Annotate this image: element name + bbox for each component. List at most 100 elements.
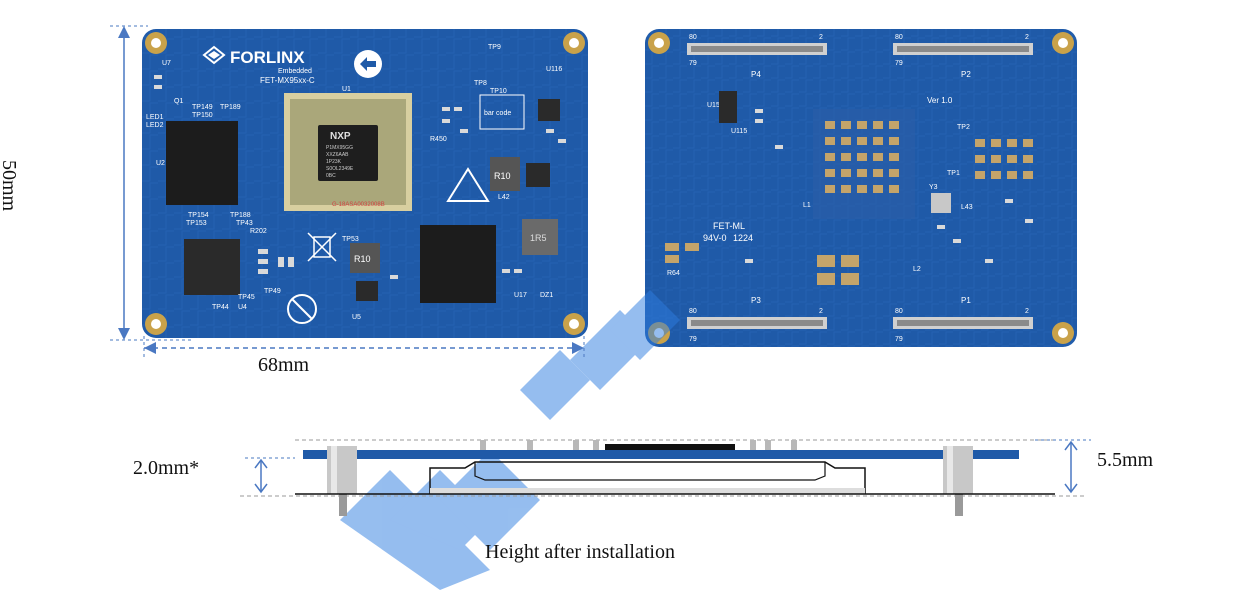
silk-label: Q1: [174, 98, 183, 105]
watermark-graphic: [340, 290, 680, 590]
silk-label: TP45: [238, 294, 255, 301]
silk-label: TP8: [474, 80, 487, 87]
silk-label: LED1: [146, 114, 164, 121]
board-version: Ver 1.0: [927, 96, 953, 105]
soc-serial: G-18ASA0032008B: [332, 202, 385, 208]
pin-label: 80: [895, 34, 903, 41]
silk-label: U1: [342, 86, 351, 93]
connector-label-p4: P4: [751, 70, 761, 79]
silk-label: U15: [707, 102, 720, 109]
pin-label: 80: [895, 308, 903, 315]
pin-label: 79: [689, 336, 697, 343]
front-model: FET-MX95xx-C: [260, 76, 315, 85]
silk-label: TP2: [957, 124, 970, 131]
pin-label: 2: [819, 34, 823, 41]
chip-u5: [356, 281, 378, 301]
inductor-r10-right-label: R10: [494, 171, 511, 181]
board-marking: FET-ML: [713, 221, 745, 231]
front-brand: FORLINX: [230, 48, 305, 67]
side-pcb: [303, 450, 1019, 459]
front-board-image: FORLINX Embedded FET-MX95xx-C NXP P1MX95…: [142, 29, 588, 338]
silk-label: U5: [352, 314, 361, 321]
silk-label: TP49: [264, 288, 281, 295]
silk-label: U2: [156, 160, 165, 167]
barcode-area: [479, 94, 525, 130]
inductor-r10-left-label: R10: [354, 254, 371, 264]
silk-label: U116: [546, 66, 562, 73]
connector-p2: [893, 43, 1033, 55]
silk-label: TP44: [212, 304, 229, 311]
top-chip: [605, 444, 735, 452]
total-height-label: 5.5mm: [1097, 449, 1154, 471]
silk-label: TP188: [230, 212, 251, 219]
silk-label: Y3: [929, 184, 938, 191]
standoff-right: [943, 446, 973, 516]
silk-label: L2: [913, 266, 921, 273]
silk-label: TP43: [236, 220, 253, 227]
connector-label-p1: P1: [961, 296, 971, 305]
smd-components-light: [745, 109, 1033, 263]
back-board-image: P4 P2 P3 P1 80 2 79 80 2 79 80 2 79 80 2…: [645, 29, 1077, 347]
silk-label: TP10: [490, 88, 507, 95]
side-view-caption: Height after installation: [485, 541, 675, 563]
dimension-lines: [110, 25, 585, 358]
silk-label: TP153: [186, 220, 207, 227]
silk-label: U4: [238, 304, 247, 311]
pin-label: 79: [689, 60, 697, 67]
silk-label: L43: [961, 204, 973, 211]
install-height-label: 2.0mm*: [133, 457, 200, 479]
connector-p3: [687, 317, 827, 329]
back-chip-u15: [719, 91, 737, 123]
chip-u3: [420, 225, 496, 303]
front-mounting-holes: [145, 32, 585, 335]
connector-label-p3: P3: [751, 296, 761, 305]
memory-chip-u2: [166, 121, 238, 205]
forlinx-logo-icon: [202, 45, 226, 65]
silk-label: R64: [667, 270, 680, 277]
pin-label: 80: [689, 34, 697, 41]
soc-package: [284, 93, 412, 211]
soc-mark-1: P1MX95GG: [326, 145, 353, 151]
silk-label: L42: [498, 194, 510, 201]
pin-label: 2: [1025, 34, 1029, 41]
inductor-1r5-label: 1R5: [530, 233, 547, 243]
weee-bin-icon: [307, 232, 337, 262]
pin-label: 2: [1025, 308, 1029, 315]
soc-mark-5: 0BC: [326, 173, 336, 179]
pin-label: 2: [819, 308, 823, 315]
silk-label: U115: [731, 128, 747, 135]
silk-label: TP149: [192, 104, 213, 111]
pin-label: 79: [895, 336, 903, 343]
silk-label: TP1: [947, 170, 960, 177]
board-rating: 94V-0: [703, 233, 727, 243]
connector-p1: [893, 317, 1033, 329]
silk-label: LED2: [146, 122, 164, 129]
silk-label: DZ1: [540, 292, 553, 299]
soc-mark-4: S0OL2349E: [326, 166, 354, 172]
height-dimension-label: 50mm: [0, 160, 20, 212]
silk-label: L1: [803, 202, 811, 209]
front-brand-sub: Embedded: [278, 68, 312, 75]
silk-label: TP53: [342, 236, 359, 243]
silk-label: U7: [162, 60, 171, 67]
silk-label: TP9: [488, 44, 501, 51]
silk-label: R450: [430, 136, 447, 143]
pmic-chip-u4: [184, 239, 240, 295]
inductor-1r5: [522, 219, 558, 255]
chip-u6: [526, 163, 550, 187]
board-date-code: 1224: [733, 233, 753, 243]
soc-mark-3: 1P23K: [326, 159, 342, 165]
standoff-left: [327, 446, 357, 516]
pin-label: 79: [895, 60, 903, 67]
silk-label: TP189: [220, 104, 241, 111]
connector-p4: [687, 43, 827, 55]
soc-brand: NXP: [330, 131, 351, 142]
chip-u16: [538, 99, 560, 121]
orientation-arrow-icon: [354, 50, 382, 78]
silk-label: TP150: [192, 112, 213, 119]
pb-free-icon: [287, 294, 317, 324]
silk-label: R202: [250, 228, 267, 235]
connector-label-p2: P2: [961, 70, 971, 79]
inductor-r10-right: [490, 157, 520, 191]
side-view-diagram: [240, 439, 1091, 516]
